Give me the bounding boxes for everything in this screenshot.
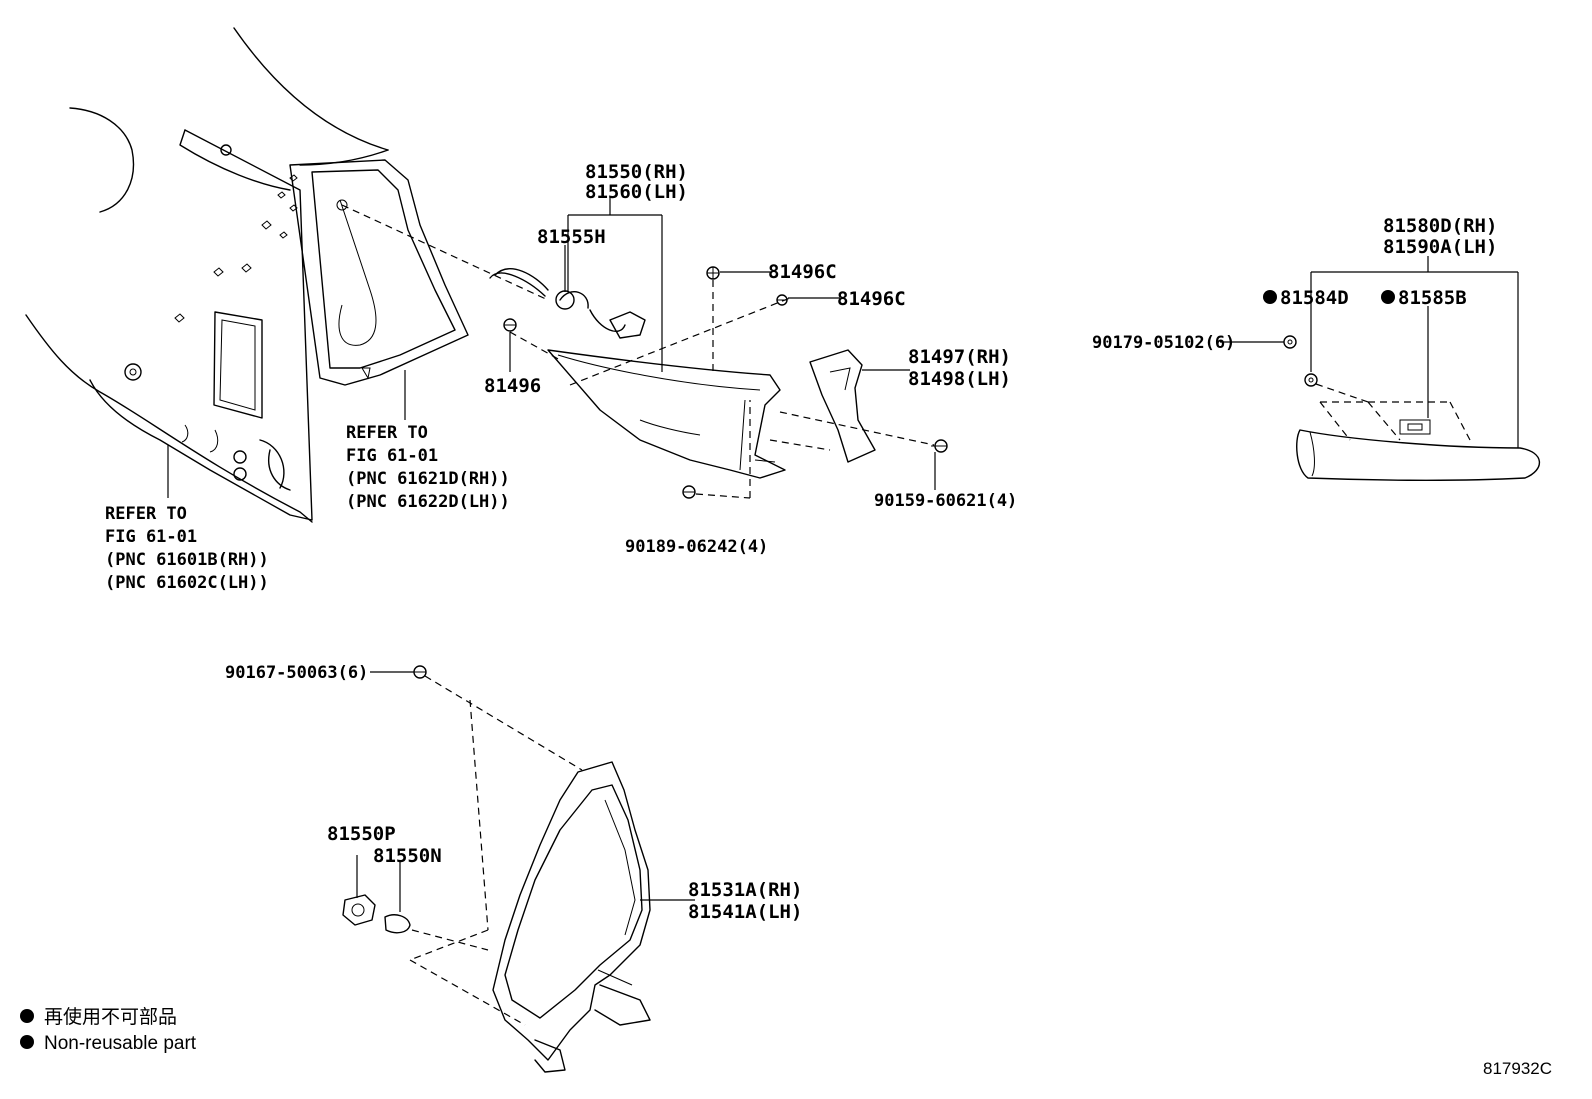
- label-90189: 90189-06242(4): [625, 537, 768, 557]
- label-81580d: 81580D(RH): [1383, 215, 1497, 237]
- screw-90189: [682, 485, 696, 499]
- refer-line: REFER TO: [105, 504, 187, 524]
- label-81531a: 81531A(RH): [688, 879, 802, 901]
- label-90159: 90159-60621(4): [874, 491, 1017, 511]
- socket-bulb-illustration: [342, 855, 411, 934]
- label-81560: 81560(LH): [585, 181, 688, 203]
- legend-dot-icon: [20, 1035, 34, 1049]
- clip-81496: [503, 318, 517, 332]
- legend-english: Non-reusable part: [44, 1033, 197, 1054]
- refer-line: (PNC 61602C(LH)): [105, 573, 269, 593]
- rear-combination-lamp-illustration: [547, 349, 786, 479]
- label-81550p: 81550P: [327, 823, 396, 845]
- quarter-trim-illustration: [289, 159, 469, 420]
- rear-reflector-illustration: [1296, 419, 1541, 482]
- screw-90159: [931, 439, 948, 453]
- diagram-code: 817932C: [1483, 1059, 1552, 1078]
- part-labels: 81550(RH) 81560(LH) 81555H 81496C 81496C…: [225, 161, 1497, 923]
- label-81585b: 81585B: [1398, 287, 1467, 309]
- label-81584d: 81584D: [1280, 287, 1349, 309]
- screw-90167: [412, 665, 427, 679]
- non-reusable-dot: [1263, 290, 1277, 304]
- nut-81584d: [1304, 373, 1318, 387]
- socket-wire-illustration: [489, 268, 646, 339]
- nut-90179: [1283, 335, 1297, 349]
- label-81555h: 81555H: [537, 226, 606, 248]
- label-81590a: 81590A(LH): [1383, 236, 1497, 258]
- side-lamp-illustration: [492, 761, 695, 1073]
- refer-line: FIG 61-01: [346, 446, 438, 466]
- legend-japanese: 再使用不可部品: [44, 1006, 177, 1028]
- legend-dot-icon: [20, 1009, 34, 1023]
- clip-81496c-top: [706, 266, 720, 280]
- label-81496c-mid: 81496C: [837, 288, 906, 310]
- refer-block-upper: REFER TO FIG 61-01 (PNC 61621D(RH)) (PNC…: [346, 423, 510, 512]
- label-81496c-top: 81496C: [768, 261, 837, 283]
- refer-line: FIG 61-01: [105, 527, 197, 547]
- refer-block-lower: REFER TO FIG 61-01 (PNC 61601B(RH)) (PNC…: [105, 504, 269, 593]
- quarter-panel-illustration: [25, 27, 389, 523]
- label-81498: 81498(LH): [908, 368, 1011, 390]
- refer-line: (PNC 61601B(RH)): [105, 550, 269, 570]
- legend: 再使用不可部品 Non-reusable part: [20, 1006, 197, 1054]
- label-81541a: 81541A(LH): [688, 901, 802, 923]
- label-81497: 81497(RH): [908, 346, 1011, 368]
- fasteners-illustration: [412, 266, 1318, 679]
- non-reusable-dot: [1381, 290, 1395, 304]
- label-81550: 81550(RH): [585, 161, 688, 183]
- label-90179: 90179-05102(6): [1092, 333, 1235, 353]
- refer-line: REFER TO: [346, 423, 428, 443]
- refer-line: (PNC 61621D(RH)): [346, 469, 510, 489]
- dashed-lines: [341, 204, 1471, 1026]
- lamp-gasket-illustration: [809, 349, 876, 463]
- label-81496: 81496: [484, 375, 541, 397]
- label-81550n: 81550N: [373, 845, 442, 867]
- refer-line: (PNC 61622D(LH)): [346, 492, 510, 512]
- label-90167: 90167-50063(6): [225, 663, 368, 683]
- leader-lines: [370, 196, 1519, 673]
